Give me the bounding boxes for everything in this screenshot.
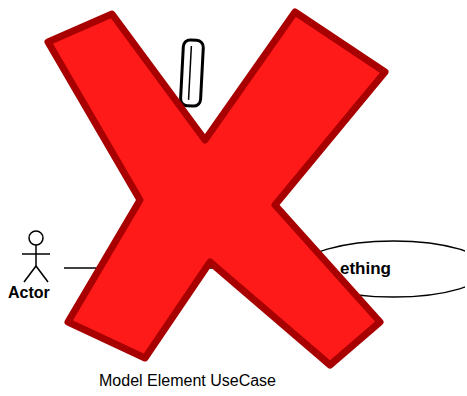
- stem-shape: [180, 40, 203, 107]
- actor-limb: [35, 245, 37, 266]
- actor-head: [29, 231, 43, 245]
- actor-limb: [24, 266, 36, 282]
- stem-line: [189, 46, 192, 100]
- figure-caption: Model Element UseCase: [40, 372, 335, 390]
- stick-figure: [8, 228, 64, 284]
- stem-outline: [180, 40, 203, 107]
- red-cross: [48, 12, 385, 365]
- use-case-outline: [300, 241, 465, 297]
- use-case-name: ething: [340, 259, 391, 279]
- actor-name: Actor: [8, 284, 50, 302]
- actor-figure: Actor: [8, 228, 64, 306]
- actor-limb: [36, 266, 48, 282]
- association-line: [64, 267, 300, 268]
- actor-limb: [22, 253, 50, 255]
- use-case-ellipse: ething: [298, 240, 465, 298]
